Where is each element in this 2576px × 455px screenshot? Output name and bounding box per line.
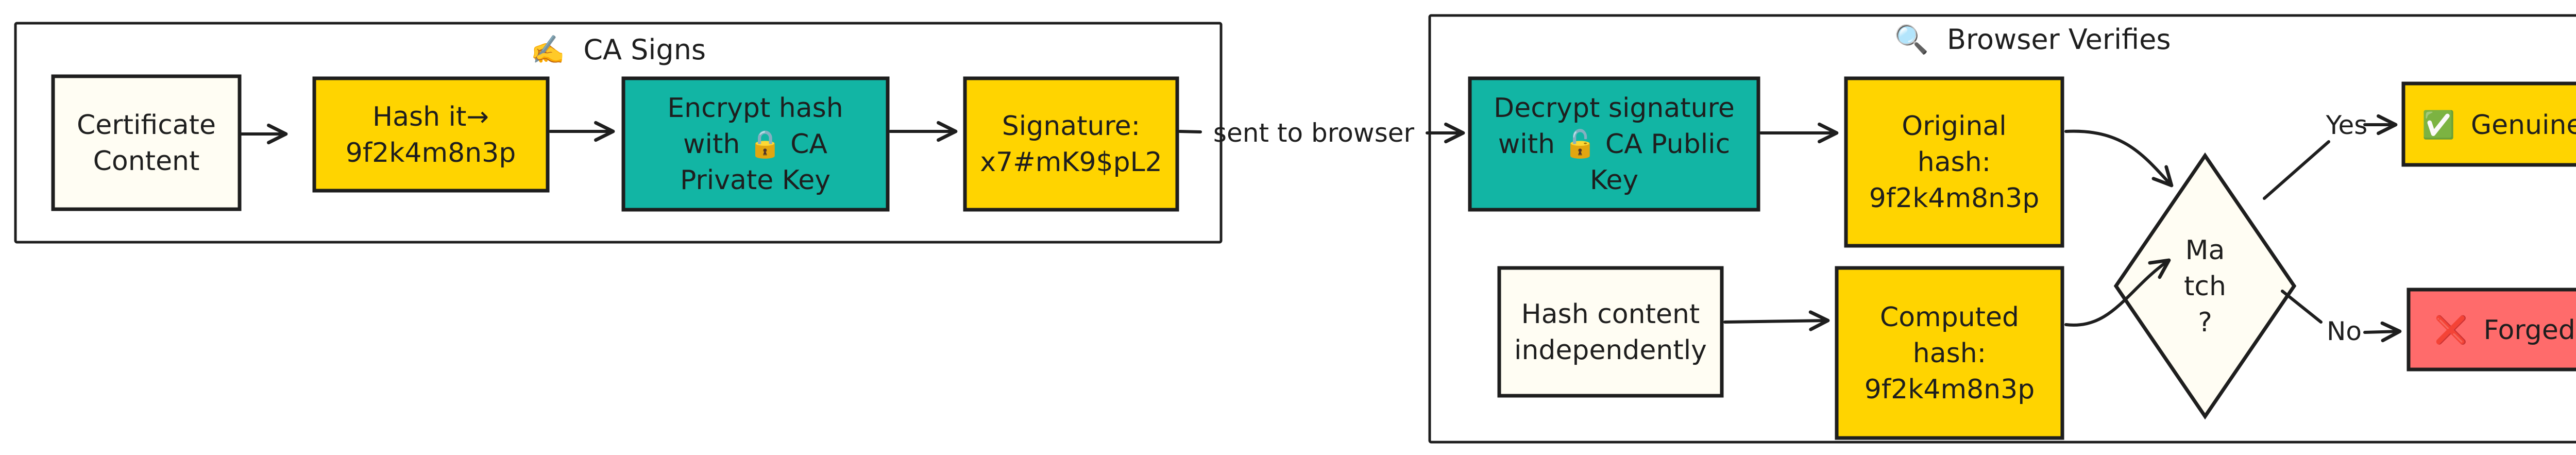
node-computed-hash[interactable]: Computed hash: 9f2k4m8n3p bbox=[1835, 266, 2064, 440]
label-line: 9f2k4m8n3p bbox=[1865, 374, 2035, 405]
node-computed-hash-text: Computed hash: 9f2k4m8n3p bbox=[1865, 302, 2035, 405]
node-encrypt-hash[interactable]: Encrypt hash with 🔒 CA Private Key bbox=[621, 76, 890, 212]
node-hash-it-text: Hash it→ 9f2k4m8n3p bbox=[346, 102, 516, 168]
label-line: hash: bbox=[1918, 147, 1991, 178]
label-line: Computed bbox=[1880, 302, 2019, 333]
decision-match[interactable]: Ma tch? bbox=[2113, 152, 2297, 420]
label-line: Ma bbox=[2185, 235, 2225, 266]
label-line: Hash content bbox=[1521, 299, 1700, 330]
node-forged[interactable]: ❌ Forged bbox=[2406, 288, 2576, 372]
group-browser-verifies-title: 🔍 Browser Verifies bbox=[1894, 22, 2171, 56]
decision-match-text: Ma tch? bbox=[2184, 235, 2226, 338]
label-line: tch bbox=[2184, 271, 2226, 302]
label-line: 9f2k4m8n3p bbox=[346, 138, 516, 168]
arrow-original-to-match bbox=[2064, 129, 2174, 188]
arrow-computed-to-match bbox=[2064, 258, 2171, 327]
node-signature[interactable]: Signature: x7#mK9$pL2 bbox=[963, 76, 1179, 212]
arrow-yes-line bbox=[2263, 140, 2330, 200]
check-icon: ✅ bbox=[2422, 109, 2455, 141]
label-line: Hash it→ bbox=[372, 102, 489, 132]
label-line: with 🔓 CA Public bbox=[1498, 128, 1730, 160]
label-line: Content bbox=[93, 146, 200, 177]
node-genuine[interactable]: ✅ Genuine bbox=[2401, 81, 2576, 167]
label-line: Private Key bbox=[680, 165, 831, 196]
node-hash-content-text: Hash content independently bbox=[1514, 299, 1707, 366]
label-line: Key bbox=[1590, 165, 1638, 196]
pen-icon: ✍️ bbox=[531, 33, 565, 66]
group-browser-verifies-frame bbox=[1428, 14, 2576, 444]
label-line: 9f2k4m8n3p bbox=[1869, 183, 2039, 214]
edge-label-sent-to-browser: sent to browser bbox=[1213, 118, 1415, 148]
edge-label-no: No bbox=[2327, 316, 2362, 346]
label-line: Signature: bbox=[1002, 111, 1140, 142]
node-hash-it[interactable]: Hash it→ 9f2k4m8n3p bbox=[312, 76, 550, 193]
group-browser-verifies: 🔍 Browser Verifies bbox=[1428, 14, 2576, 444]
edge-label-yes: Yes bbox=[2326, 110, 2368, 140]
arrow-no-head bbox=[2363, 321, 2402, 343]
node-original-hash[interactable]: Original hash: 9f2k4m8n3p bbox=[1844, 76, 2064, 248]
node-original-hash-text: Original hash: 9f2k4m8n3p bbox=[1869, 111, 2039, 214]
node-encrypt-hash-text: Encrypt hash with 🔒 CA Private Key bbox=[667, 93, 843, 196]
cross-icon: ❌ bbox=[2434, 314, 2468, 346]
node-signature-text: Signature: x7#mK9$pL2 bbox=[980, 111, 1162, 178]
label-line: ? bbox=[2198, 307, 2212, 338]
label-line: Certificate bbox=[77, 110, 216, 141]
arrow-hashcontent-to-computed bbox=[1723, 310, 1830, 331]
label-line: Decrypt signature bbox=[1494, 93, 1735, 124]
label-line: Encrypt hash bbox=[667, 93, 843, 124]
node-forged-text: ❌ Forged bbox=[2434, 314, 2575, 346]
node-hash-content[interactable]: Hash content independently bbox=[1497, 266, 1724, 398]
label-line: independently bbox=[1514, 335, 1707, 366]
group-ca-signs-title: ✍️ CA Signs bbox=[531, 33, 706, 66]
node-genuine-text: ✅ Genuine bbox=[2422, 109, 2576, 141]
label-line: with 🔒 CA bbox=[683, 129, 827, 160]
label-line: Original bbox=[1902, 111, 2006, 142]
group-ca-signs: ✍️ CA Signs bbox=[14, 22, 1223, 244]
label-line: hash: bbox=[1913, 338, 1986, 369]
arrow-no-line bbox=[2281, 290, 2323, 324]
group-ca-signs-frame bbox=[14, 22, 1223, 244]
label-line: x7#mK9$pL2 bbox=[980, 147, 1162, 178]
magnifier-icon: 🔍 bbox=[1894, 22, 1929, 56]
